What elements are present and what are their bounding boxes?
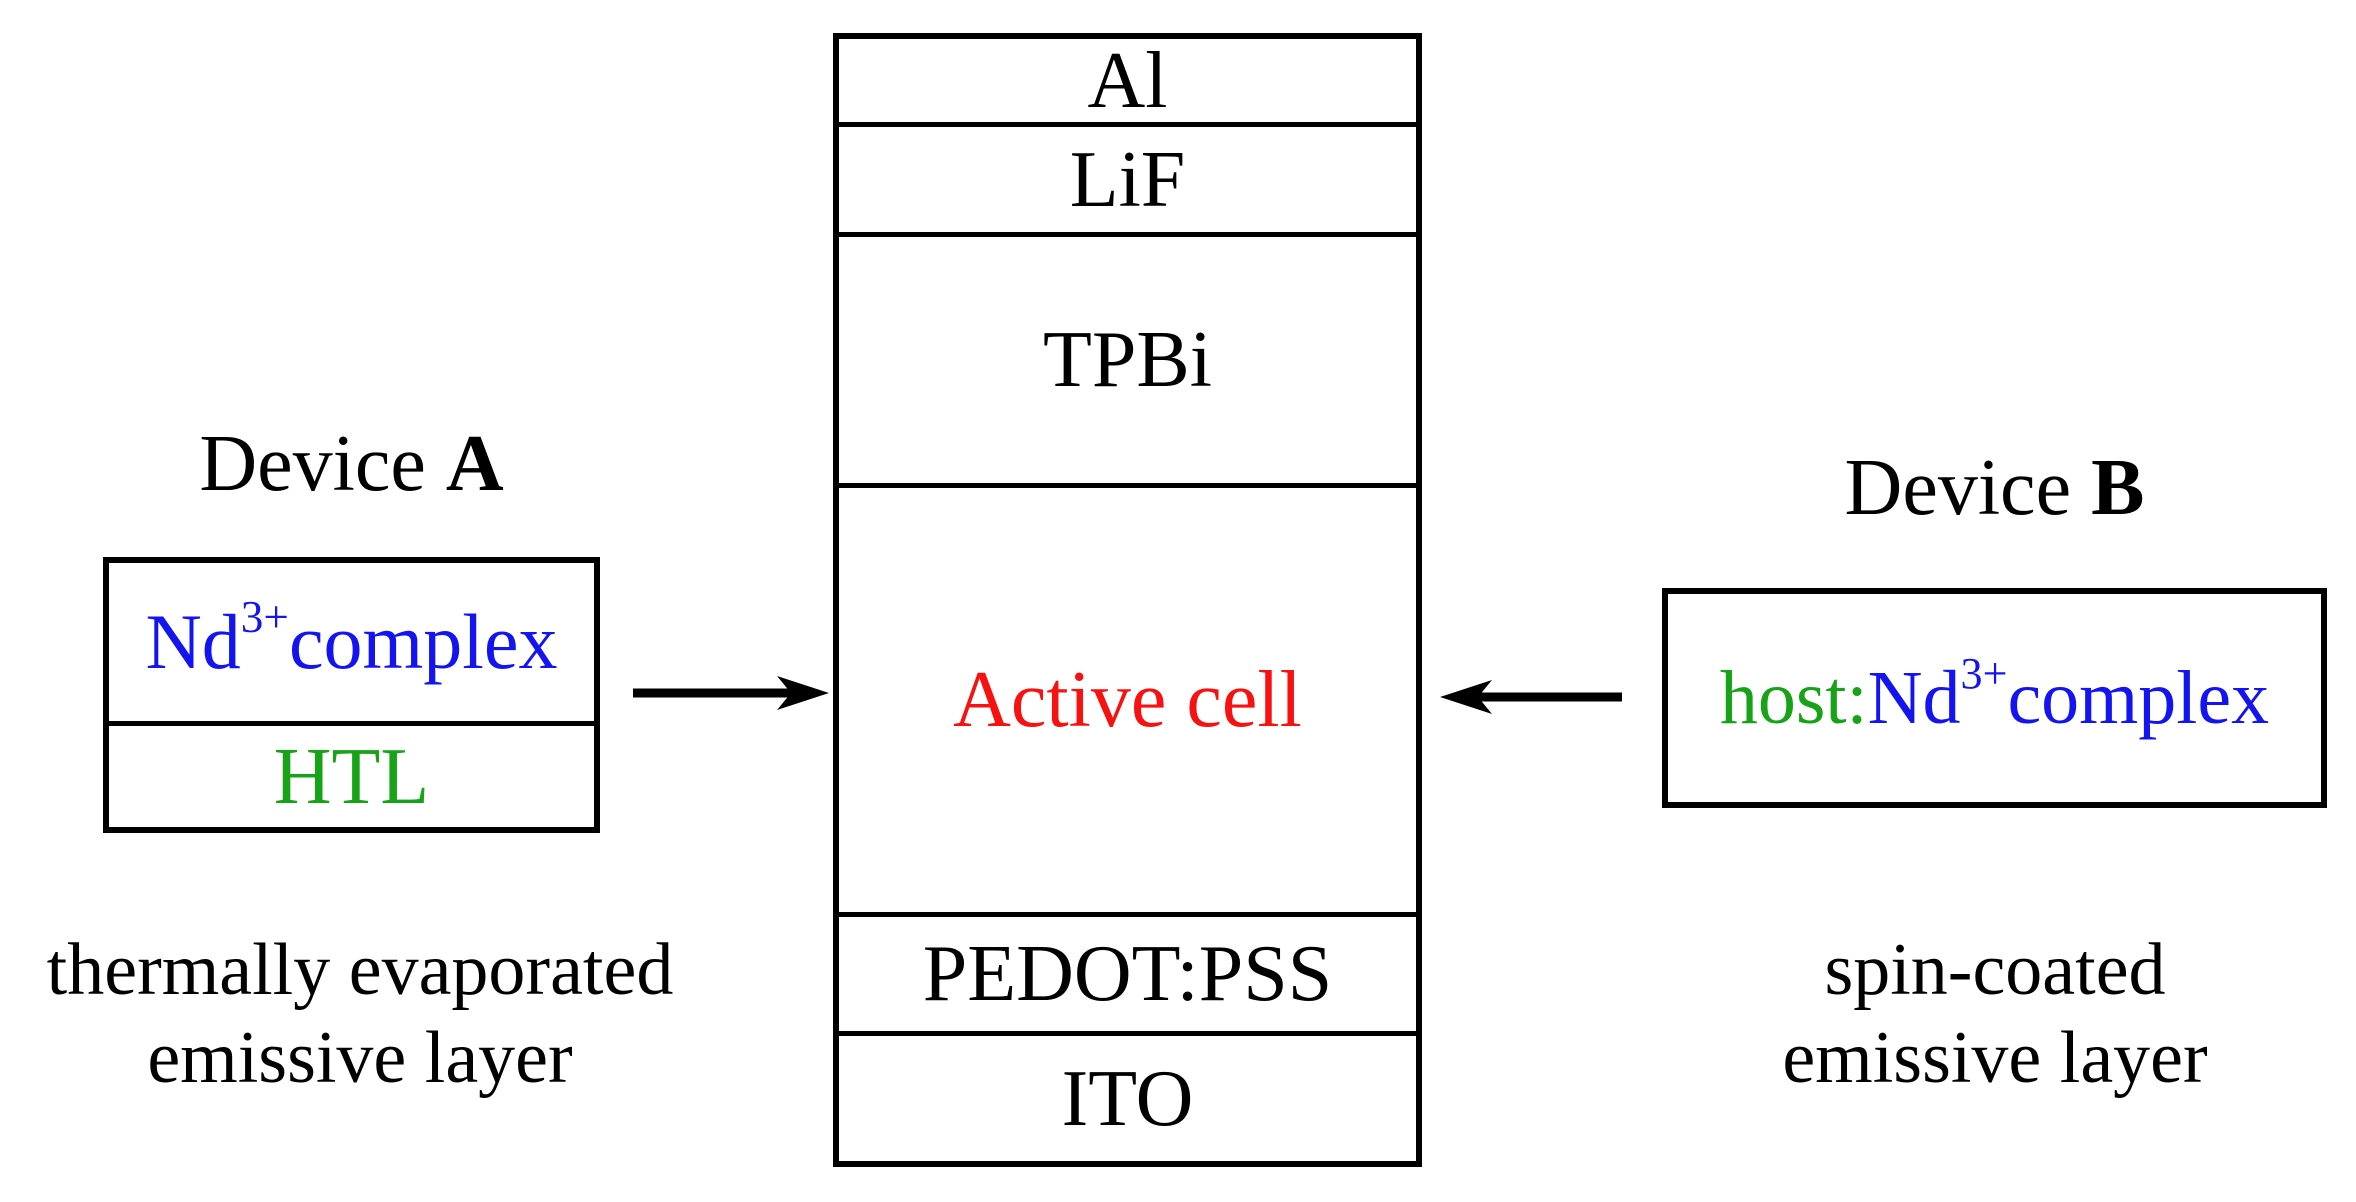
device-b-title-letter: B xyxy=(2091,444,2145,532)
layer-lif-label: LiF xyxy=(1069,135,1186,224)
nd-label-b: Nd xyxy=(1867,656,1961,740)
device-b-caption-line2: emissive layer xyxy=(1782,1017,2208,1099)
layer-al: Al xyxy=(839,39,1416,127)
device-b-caption-line1: spin-coated xyxy=(1824,929,2166,1011)
device-a-htl-layer: HTL xyxy=(109,726,594,827)
layer-al-label: Al xyxy=(1087,36,1168,125)
device-a-title: Device A xyxy=(103,424,600,504)
nd-label: Nd xyxy=(145,598,241,685)
layer-pedot-pss-label: PEDOT:PSS xyxy=(922,930,1333,1018)
layer-active-cell-label: Active cell xyxy=(953,656,1302,744)
device-b-title-prefix: Device xyxy=(1844,444,2092,532)
device-a-title-prefix: Device xyxy=(199,420,446,508)
device-a-caption-line2: emissive layer xyxy=(147,1017,573,1099)
device-a-caption-line1: thermally evaporated xyxy=(46,929,674,1011)
device-b-title: Device B xyxy=(1662,448,2327,528)
layer-lif: LiF xyxy=(839,127,1416,237)
device-b-caption: spin-coated emissive layer xyxy=(1645,926,2345,1102)
layer-tpbi-label: TPBi xyxy=(1043,316,1212,404)
layer-ito: ITO xyxy=(839,1036,1416,1161)
device-a-caption: thermally evaporated emissive layer xyxy=(10,926,710,1102)
layer-active-cell: Active cell xyxy=(839,488,1416,917)
host-label: host: xyxy=(1719,656,1868,740)
htl-label: HTL xyxy=(273,732,430,821)
device-a-title-letter: A xyxy=(445,420,504,508)
arrow-a-to-stack-icon xyxy=(633,676,829,710)
layer-tpbi: TPBi xyxy=(839,237,1416,488)
complex-label-b: complex xyxy=(2007,656,2270,740)
complex-label: complex xyxy=(288,598,558,685)
oled-layer-stack: Al LiF TPBi Active cell PEDOT:PSS ITO xyxy=(833,33,1422,1167)
layer-pedot-pss: PEDOT:PSS xyxy=(839,917,1416,1036)
layer-ito-label: ITO xyxy=(1061,1054,1194,1143)
arrow-b-to-stack-icon xyxy=(1440,680,1622,714)
